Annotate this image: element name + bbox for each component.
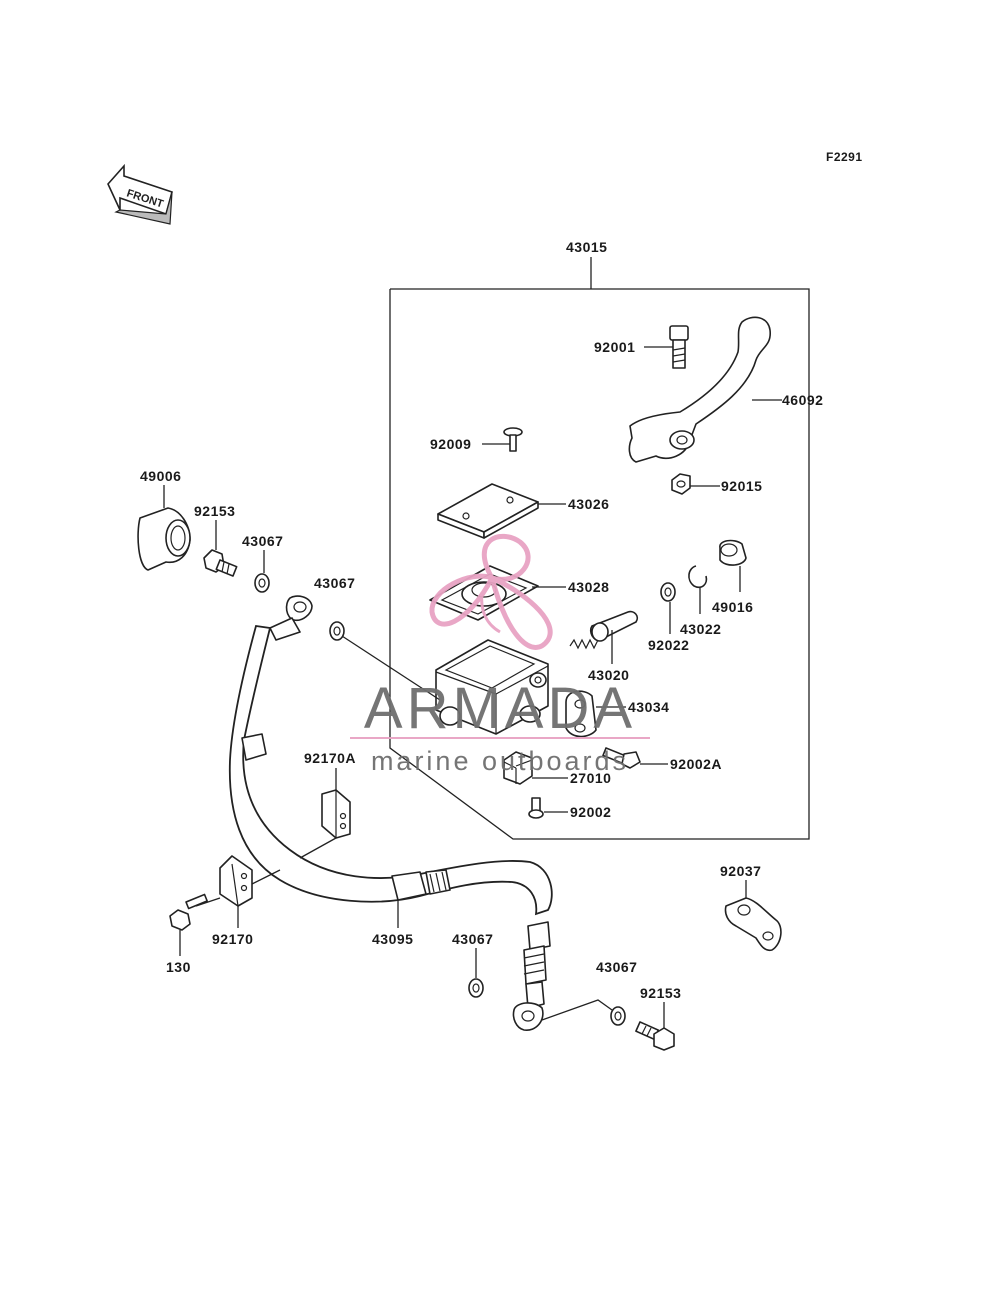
- propeller-logo-icon: [429, 533, 553, 650]
- washer-92022: 92022: [648, 582, 689, 653]
- label-43015: 43015: [566, 239, 607, 255]
- piston-43020: 43020: [569, 610, 639, 683]
- cap-43026: 43026: [437, 483, 609, 539]
- nut-92015: 92015: [671, 473, 762, 495]
- label-92009: 92009: [430, 436, 471, 452]
- label-43034: 43034: [628, 699, 669, 715]
- label-27010: 27010: [570, 770, 611, 786]
- label-43095: 43095: [372, 931, 413, 947]
- label-43026: 43026: [568, 496, 609, 512]
- washer-43067-d: 43067: [596, 959, 637, 1026]
- watermark-tagline: marine outboards: [371, 746, 629, 776]
- screw-92009: 92009: [430, 427, 523, 452]
- label-92037: 92037: [720, 863, 761, 879]
- bolt-92001: 92001: [594, 325, 689, 369]
- circlip-43022: 43022: [680, 565, 721, 637]
- label-49006: 49006: [140, 468, 181, 484]
- washer-43067-b: 43067: [314, 575, 441, 701]
- label-92153-bottom: 92153: [640, 985, 681, 1001]
- hose-lower-fitting: [512, 921, 613, 1031]
- label-92170: 92170: [212, 931, 253, 947]
- label-92001: 92001: [594, 339, 635, 355]
- label-49016: 49016: [712, 599, 753, 615]
- clamp-92170: 92170: [212, 855, 281, 947]
- clip-92170A: 92170A: [299, 750, 356, 859]
- figure-id: F2291: [826, 150, 863, 164]
- label-92170A: 92170A: [304, 750, 356, 766]
- boot-49016: 49016: [712, 539, 753, 615]
- label-43028: 43028: [568, 579, 609, 595]
- cap-49006: 49006: [137, 468, 191, 571]
- label-92153-top: 92153: [194, 503, 235, 519]
- label-92022: 92022: [648, 637, 689, 653]
- front-arrow-icon: FRONT: [107, 163, 173, 225]
- master-cylinder-body: [435, 639, 549, 735]
- watermark-brand: ARMADA: [364, 676, 636, 741]
- label-92002: 92002: [570, 804, 611, 820]
- label-43020: 43020: [588, 667, 629, 683]
- brake-hose-43095: 43095: [228, 595, 553, 947]
- bolt-92002A: 92002A: [602, 747, 722, 772]
- screw-92002: 92002: [528, 797, 611, 820]
- label-92015: 92015: [721, 478, 762, 494]
- washer-43067-c: 43067: [452, 931, 493, 998]
- label-130: 130: [166, 959, 191, 975]
- watermark: ARMADA marine outboards: [350, 533, 650, 776]
- label-43067-c: 43067: [452, 931, 493, 947]
- label-43067-b: 43067: [314, 575, 355, 591]
- clamp-43034: 43034: [565, 690, 669, 738]
- banjo-bolt-92153-top: 92153: [194, 503, 238, 577]
- label-43067-a: 43067: [242, 533, 283, 549]
- bolt-130: 130: [166, 893, 221, 975]
- label-43022: 43022: [680, 621, 721, 637]
- lever-46092: 46092: [628, 316, 823, 463]
- assembly-43015: 43015: [389, 239, 810, 840]
- banjo-bolt-92153-bottom: 92153: [635, 985, 681, 1051]
- label-92002A: 92002A: [670, 756, 722, 772]
- washer-43067-a: 43067: [242, 533, 283, 593]
- switch-27010: 27010: [503, 751, 611, 786]
- label-46092: 46092: [782, 392, 823, 408]
- label-43067-d: 43067: [596, 959, 637, 975]
- holder-92037: 92037: [720, 863, 782, 952]
